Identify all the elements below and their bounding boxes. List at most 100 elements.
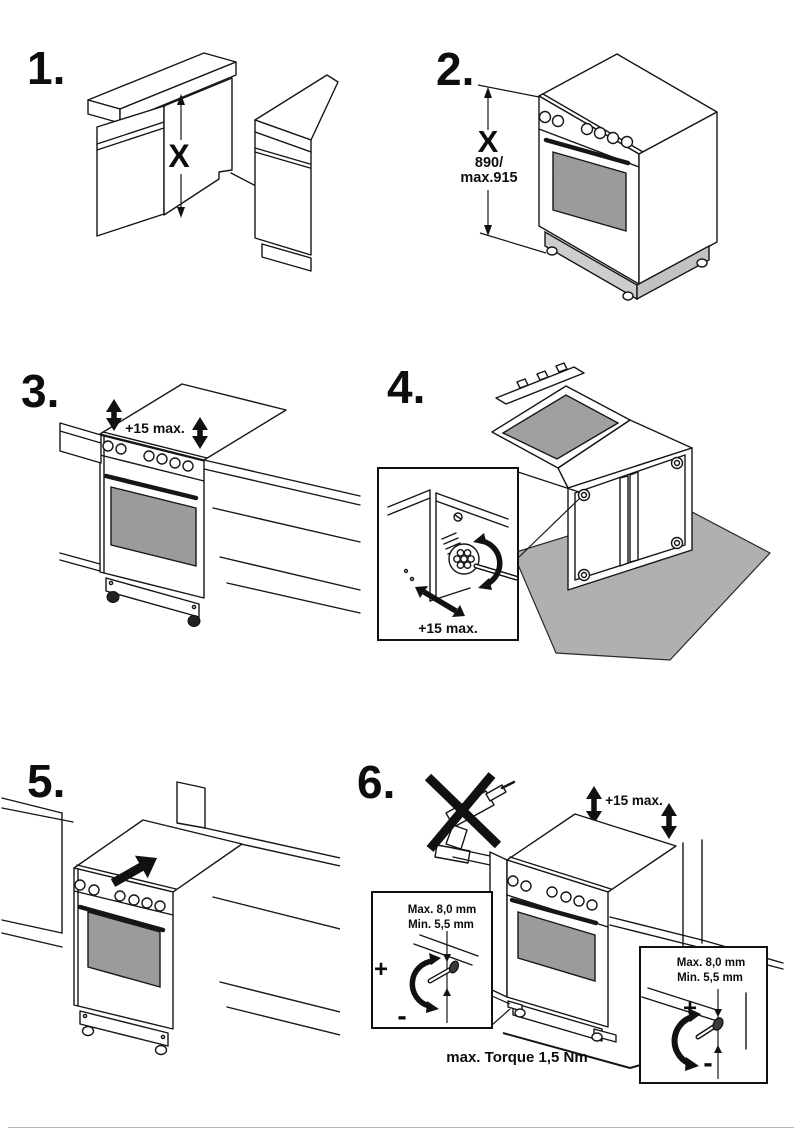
oven-drawing [538,53,718,301]
door-handle [509,897,599,926]
oven-side [638,111,718,285]
arrow-down-icon [586,811,602,824]
prohibition-x-icon [424,772,502,852]
plinth-front [79,1010,169,1047]
door-window [552,151,627,232]
inset-leader-lines [517,471,581,559]
right-counter-drawing [203,459,361,614]
oven-drawing [73,819,243,1056]
control-knobs [507,875,598,911]
clearance-annotation: +15 max. [586,786,677,839]
plinth-front [512,1002,603,1042]
adjustable-foot [448,543,480,575]
foot [622,291,634,301]
adjust-range-arrow-icon [415,586,465,617]
door-window [87,911,161,988]
oven-drawing [99,434,205,627]
step-2-panel: 2. X 890/ ma [436,43,718,301]
clearance-label: +15 max. [605,793,662,808]
foot [546,246,558,256]
torque-note: max. Torque 1,5 Nm [446,1049,587,1066]
door-handle [77,904,166,933]
step-5-panel: 5. [1,755,340,1056]
screw-min-label: Min. 5,5 mm [677,972,743,984]
plinth-side [636,244,710,301]
foot [514,1008,526,1018]
plus-label: + [374,956,388,983]
left-counter-drawing [59,422,102,572]
oven-on-back-drawing [491,362,693,591]
minus-label: - [397,1000,406,1031]
left-counter-drawing [1,797,74,948]
foot [696,258,708,268]
right-screw-inset: Max. 8,0 mm Min. 5,5 mm + - [639,946,768,1084]
step-number: 4. [387,361,425,413]
step-4-panel: 4. [377,361,771,661]
height-dimension-annotation: X [168,94,190,218]
screw-head [448,960,460,974]
adjust-range-label: +15 max. [418,620,478,636]
plus-label: + [683,995,697,1022]
arrow-down-icon [106,418,122,431]
push-arrow-icon [110,855,157,887]
height-dimension-annotation: X 890/ max.915 [460,84,547,254]
height-symbol-label: X [168,138,190,174]
oven-drawing [506,813,677,1043]
arrow-up-icon [177,94,185,105]
step-6-panel: 6. +15 max. [357,756,784,1084]
step-number: 6. [357,756,395,808]
height-value-line2: max.915 [460,170,517,186]
arrow-down-icon [484,225,492,236]
left-screw-inset: Max. 8,0 mm Min. 5,5 mm + - [371,891,493,1031]
screw-min-label: Min. 5,5 mm [408,919,474,931]
step-3-panel: 3. [21,365,361,627]
step-1-panel: 1. X [27,42,339,272]
rotation-arrow-icon [671,1008,701,1071]
control-knobs [538,110,634,149]
arrow-down-icon [177,207,185,218]
niche-floor-line [230,172,257,187]
arrow-up-icon [661,803,677,816]
clearance-label: +15 max. [125,420,185,436]
no-power-tool-icon [424,772,516,864]
step-number: 3. [21,365,59,417]
plinth-front [105,577,200,618]
rotation-arrow-icon [409,953,441,1013]
step-number: 5. [27,755,65,807]
inset-leader-lines [491,995,511,1026]
foot-detail-inset: +15 max. [377,467,519,641]
arrow-up-icon [106,399,122,412]
screw-max-label: Max. 8,0 mm [677,957,745,969]
left-counter-drawing [87,52,237,237]
arrow-up-icon [586,786,602,799]
foot [187,615,201,627]
clearance-annotation: +15 max. [106,399,208,449]
door-window [517,911,596,982]
cooktop-panel [501,394,620,460]
door-handle [543,137,631,166]
right-counter-drawing [254,74,339,272]
threaded-shaft [441,532,463,555]
arrow-down-icon [192,436,208,449]
height-symbol-label: X [478,124,499,159]
worktop-plane [99,383,287,461]
arrow-down-icon [661,826,677,839]
arrow-up-icon [484,87,492,98]
foot [154,1044,168,1056]
screw-max-label: Max. 8,0 mm [408,904,476,916]
step-number: 2. [436,43,474,95]
niche-back-wall [176,781,206,829]
right-counter-drawing [176,781,340,1036]
foot [106,591,120,603]
minus-label: - [703,1047,712,1078]
rotation-arrow-icon [473,533,503,590]
arrow-up-icon [192,417,208,430]
foot [81,1025,95,1037]
adjustable-feet [577,456,684,582]
door-handle [103,473,199,501]
door-window [110,486,197,567]
control-knobs [74,879,166,912]
page-edge-line [8,1127,794,1128]
screw-head [712,1017,724,1031]
